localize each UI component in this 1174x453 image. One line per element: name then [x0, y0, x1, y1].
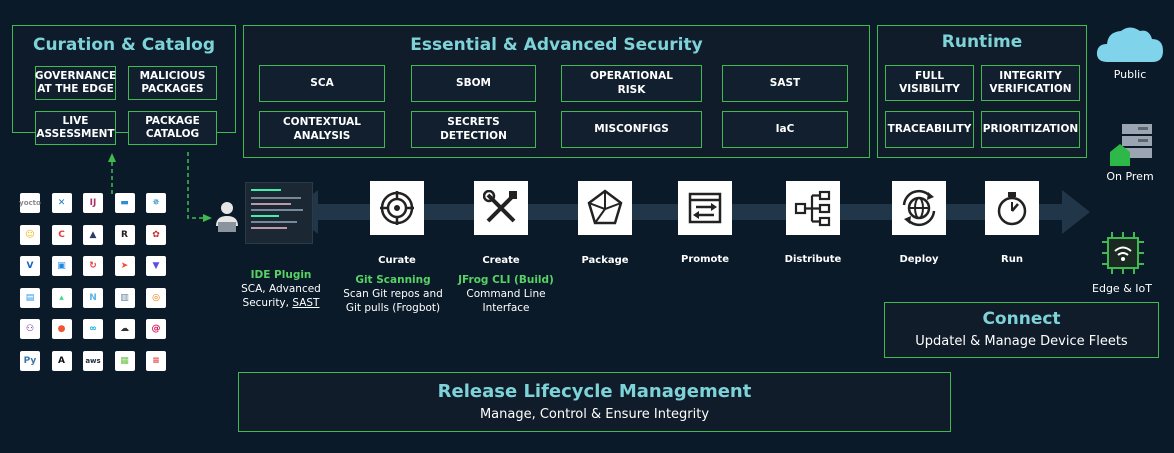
debian-logo: @: [146, 319, 166, 339]
chip-integrity-verification: INTEGRITY VERIFICATION: [981, 65, 1080, 101]
stage-label-curate: Curate: [378, 255, 416, 266]
opkg-logo: ⚇: [20, 319, 40, 339]
sync-logo: ↻: [83, 256, 103, 276]
stage-label-run: Run: [1001, 254, 1023, 265]
cocoapods-logo: ☁: [114, 319, 135, 339]
chrome-logo: ◎: [146, 287, 166, 308]
go-logo: ∞: [83, 319, 103, 339]
on-prem-server-icon: [1110, 124, 1152, 166]
chip-prioritization: PRIORITIZATION: [981, 111, 1080, 148]
deploy-stage-icon: [892, 181, 946, 235]
git-scanning-caption: Git Scanning Scan Git repos and Git pull…: [336, 273, 450, 316]
curate-stage-icon: [370, 181, 424, 235]
aws-logo: aws: [83, 350, 103, 371]
ide-plugin-line1: SCA, Advanced: [241, 283, 321, 296]
ide-plugin-title: IDE Plugin: [250, 269, 312, 281]
chip-sca: SCA: [259, 65, 385, 102]
chip-misconfigs: MISCONFIGS: [561, 111, 702, 148]
chip-live-assessment: LIVE ASSESSMENT: [35, 111, 116, 145]
git-scanning-title: Git Scanning: [355, 274, 431, 286]
rlm-panel: Release Lifecycle Management Manage, Con…: [238, 372, 951, 432]
ide-screenshot: [245, 182, 313, 244]
stage-label-create: Create: [482, 255, 520, 266]
huggingface-logo: ☺: [20, 224, 40, 245]
connect-title: Connect: [982, 309, 1061, 329]
rlm-title: Release Lifecycle Management: [437, 381, 752, 402]
vagrant-logo: V: [20, 256, 40, 276]
conan-logo: ▥: [114, 287, 135, 308]
chip-malicious-packages: MALICIOUS PACKAGES: [128, 66, 217, 100]
runtime-title: Runtime: [941, 32, 1023, 52]
chip-operational-risk: OPERATIONAL RISK: [561, 65, 702, 102]
jfrog-cli-line1: Command Line: [466, 288, 546, 301]
nuget-logo: N: [83, 287, 103, 308]
target-public-label: Public: [1113, 68, 1147, 81]
chip-package-catalog: PACKAGE CATALOG: [128, 111, 217, 145]
git-scanning-line1: Scan Git repos and: [343, 288, 443, 301]
terraform-logo: ▼: [146, 256, 166, 276]
ide-plugin-line2: Security, SAST: [242, 297, 320, 310]
jfrog-cli-title: JFrog CLI (Build): [458, 274, 554, 286]
chip-contextual-analysis: CONTEXTUAL ANALYSIS: [259, 111, 385, 148]
stage-label-deploy: Deploy: [899, 254, 939, 265]
edge-chip-icon: [1102, 232, 1144, 274]
swift-logo: ➤: [114, 256, 135, 276]
jfrog-cli-line2: Interface: [482, 302, 530, 315]
jetbrains-logo: IJ: [83, 193, 103, 213]
chip-sbom: SBOM: [411, 65, 536, 102]
rlm-subtitle: Manage, Control & Ensure Integrity: [479, 407, 710, 422]
chip-governance: GOVERNANCE AT THE EDGE: [35, 66, 116, 100]
sast-link[interactable]: SAST: [292, 297, 320, 310]
yocto-logo: yocto: [19, 193, 41, 213]
ansible-logo: A: [51, 350, 72, 371]
git-scanning-line2: Git pulls (Frogbot): [345, 302, 441, 315]
helm-logo: ✵: [146, 193, 166, 213]
security-title: Essential & Advanced Security: [410, 35, 703, 55]
run-stage-icon: [985, 181, 1039, 235]
connect-subtitle: Updatel & Manage Device Fleets: [915, 334, 1128, 349]
vm-logo: ▬: [114, 193, 135, 213]
create-stage-icon: [474, 181, 528, 235]
developer-icon: [216, 202, 238, 232]
bintray-logo: ▣: [51, 256, 72, 276]
distribute-stage-icon: [786, 181, 840, 235]
target-on-prem-label: On Prem: [1106, 170, 1154, 183]
android-logo: ▴: [51, 287, 72, 308]
chip-iac: IaC: [722, 111, 848, 148]
docker-logo: ▤: [20, 287, 40, 308]
promote-stage-icon: [678, 181, 732, 235]
jfrog-cli-caption: JFrog CLI (Build) Command Line Interface: [447, 273, 565, 316]
chip-secrets-detection: SECRETS DETECTION: [411, 111, 536, 148]
stage-label-package: Package: [581, 255, 629, 266]
azure-logo: ▲: [83, 224, 103, 245]
ide-plugin-caption: IDE Plugin SCA, Advanced Security, SAST: [226, 268, 336, 311]
dashed-connector: [108, 152, 212, 222]
chip-sast: SAST: [722, 65, 848, 102]
cloud-icon: [1096, 27, 1163, 62]
target-edge-label: Edge & IoT: [1092, 282, 1152, 295]
npm-logo: ▦: [114, 350, 135, 371]
rust-logo: R: [114, 224, 135, 245]
bower-logo: ●: [51, 319, 72, 339]
stage-label-distribute: Distribute: [784, 254, 842, 265]
chip-traceability: TRACEABILITY: [885, 111, 974, 148]
chip-full-visibility: FULL VISIBILITY: [885, 65, 974, 101]
connect-panel: Connect Updatel & Manage Device Fleets: [884, 302, 1159, 358]
stage-label-promote: Promote: [681, 254, 729, 265]
package-stage-icon: [578, 181, 632, 235]
pet-logo: ✿: [146, 224, 166, 245]
curation-title: Curation & Catalog: [32, 35, 216, 55]
python-logo: Py: [20, 350, 40, 371]
xcode-logo: ✕: [51, 193, 72, 213]
cargo-logo: C: [51, 224, 72, 245]
scala-logo: ≡: [146, 350, 166, 371]
